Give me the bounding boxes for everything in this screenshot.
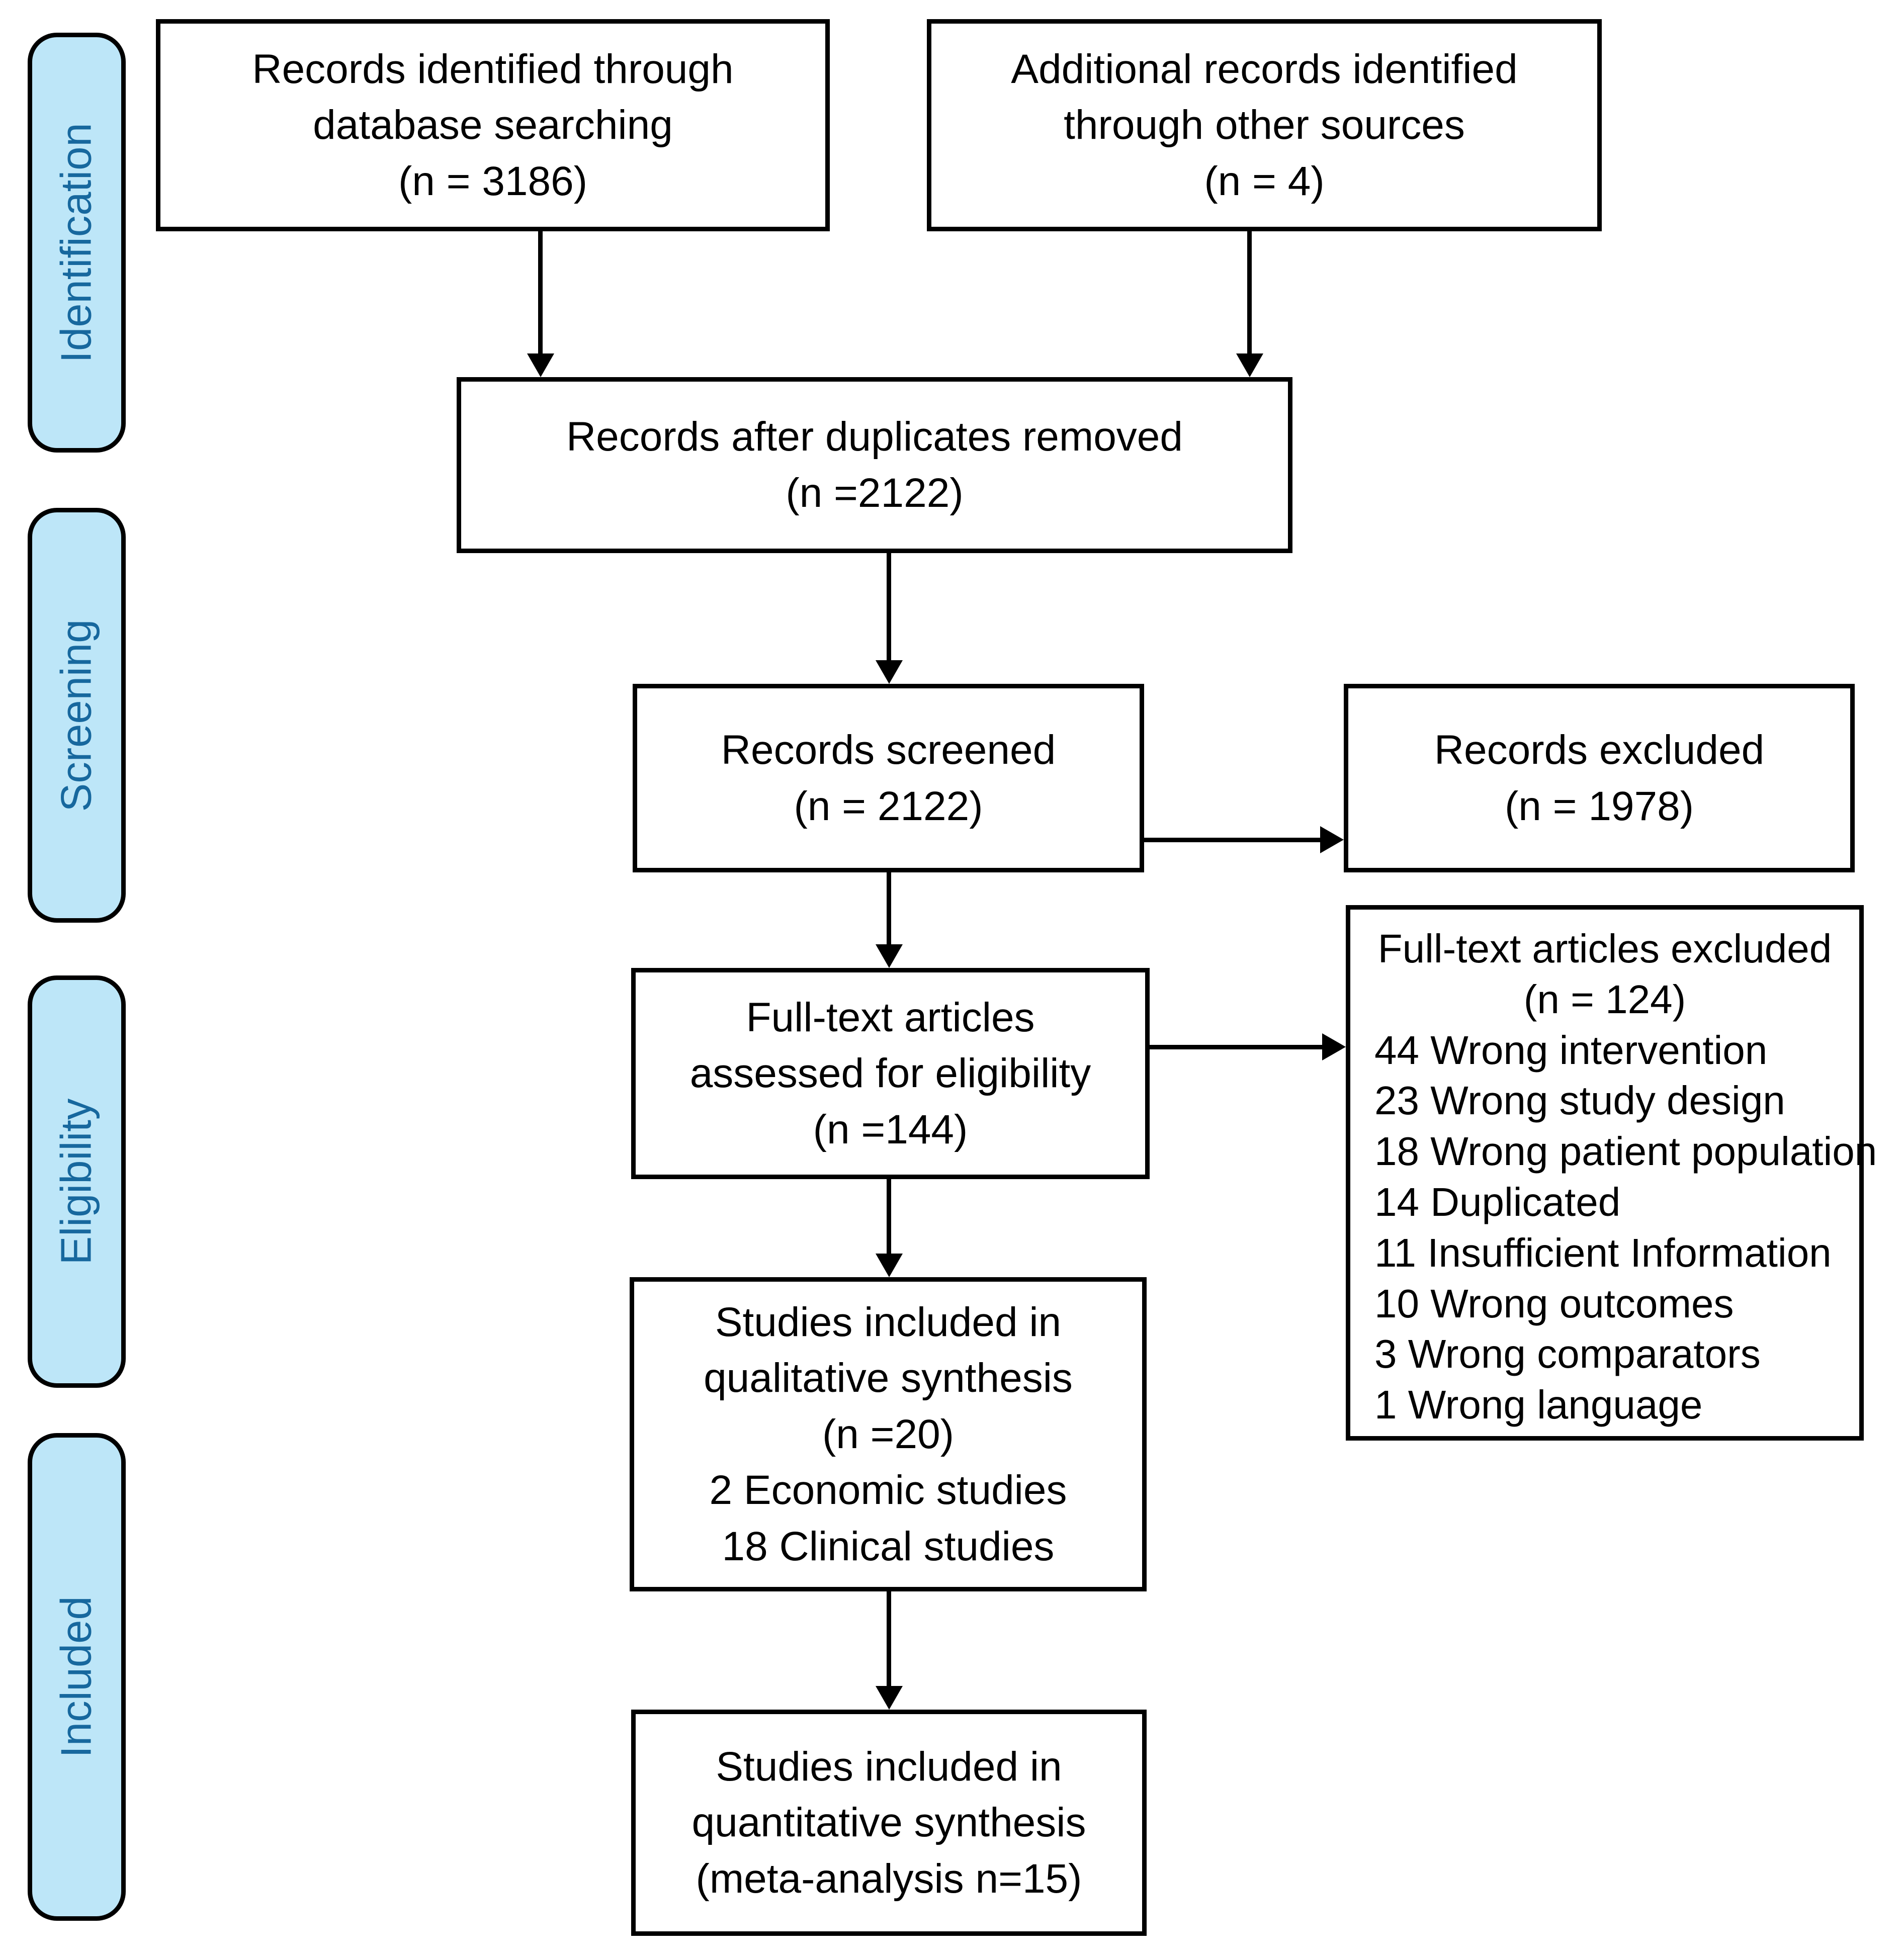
stage-included: Included (28, 1433, 126, 1921)
box-text-line: assessed for eligibility (689, 1050, 1091, 1097)
arrow-head-icon (876, 1254, 903, 1277)
box-text-line: through other sources (1064, 102, 1465, 148)
box-duplicates-removed: Records after duplicates removed (n =212… (457, 377, 1292, 553)
box-text-line: Records identified through (252, 46, 734, 92)
box-text-line: (n = 4) (1204, 158, 1325, 204)
arrow-shaft (1144, 838, 1325, 842)
box-text-line: (n =20) (822, 1411, 955, 1457)
exclusion-reason: 14 Duplicated (1374, 1179, 1621, 1224)
arrow-head-icon (527, 353, 554, 377)
box-text-line: (n = 3186) (398, 158, 588, 204)
arrow-shaft (887, 553, 891, 665)
box-qualitative-synthesis: Studies included in qualitative synthesi… (630, 1277, 1147, 1591)
exclusion-reason: 44 Wrong intervention (1374, 1027, 1768, 1073)
exclusion-reason: 18 Wrong patient population (1374, 1129, 1877, 1174)
stage-identification: Identification (28, 33, 126, 453)
box-records-screened: Records screened (n = 2122) (633, 684, 1144, 872)
exclusion-reason: 1 Wrong language (1374, 1382, 1703, 1428)
exclusion-reason: 3 Wrong comparators (1374, 1331, 1761, 1377)
arrow-shaft (887, 1591, 891, 1691)
stage-included-label: Included (52, 1596, 101, 1758)
stage-screening-label: Screening (52, 619, 101, 812)
box-text-line: (n = 124) (1523, 976, 1686, 1022)
stage-eligibility-label: Eligibility (52, 1098, 101, 1265)
box-text-line: database searching (313, 102, 673, 148)
box-fulltext-excluded: Full-text articles excluded (n = 124) 44… (1346, 905, 1877, 1441)
box-text-line: qualitative synthesis (704, 1355, 1073, 1401)
stage-identification-label: Identification (52, 122, 101, 363)
box-text-line: 2 Economic studies (709, 1467, 1067, 1513)
arrow-head-icon (876, 944, 903, 968)
arrow-shaft (887, 872, 891, 949)
arrow-head-icon (1322, 1033, 1346, 1060)
exclusion-reason: 11 Insufficient Information (1374, 1230, 1832, 1275)
box-records-excluded: Records excluded (n = 1978) (1344, 684, 1855, 872)
box-text-line: (n = 1978) (1504, 783, 1694, 829)
box-text-line: quantitative synthesis (691, 1800, 1086, 1846)
box-quantitative-synthesis: Studies included in quantitative synthes… (631, 1710, 1147, 1936)
box-text-line: Full-text articles (746, 994, 1035, 1040)
box-text-line: (n = 2122) (794, 783, 983, 829)
exclusion-reason: 23 Wrong study design (1374, 1078, 1785, 1123)
box-text-line: Full-text articles excluded (1377, 926, 1832, 971)
box-fulltext-assessed: Full-text articles assessed for eligibil… (631, 968, 1150, 1179)
arrow-head-icon (876, 660, 903, 684)
stage-screening: Screening (28, 508, 126, 923)
stage-eligibility: Eligibility (28, 975, 126, 1388)
box-text-line: (meta-analysis n=15) (696, 1855, 1082, 1902)
box-text-line: Additional records identified (1011, 46, 1518, 92)
exclusion-reason: 10 Wrong outcomes (1374, 1281, 1734, 1326)
box-text-line: Records screened (721, 727, 1056, 773)
exclusion-reason-list: 44 Wrong intervention 23 Wrong study des… (1350, 1025, 1877, 1431)
arrow-head-icon (876, 1686, 903, 1710)
arrow-shaft (1247, 231, 1252, 359)
arrow-shaft (887, 1179, 891, 1259)
box-text-line: Records excluded (1434, 727, 1765, 773)
arrow-shaft (1150, 1045, 1322, 1049)
box-text-line: Studies included in (716, 1743, 1062, 1790)
box-text-line: Studies included in (715, 1299, 1062, 1345)
box-text-line: Records after duplicates removed (566, 414, 1183, 460)
box-text-line: (n =2122) (786, 470, 964, 516)
box-records-identified: Records identified through database sear… (156, 19, 830, 231)
arrow-head-icon (1236, 353, 1263, 377)
arrow-head-icon (1320, 826, 1344, 853)
box-text-line: (n =144) (813, 1106, 968, 1152)
box-text-line: 18 Clinical studies (722, 1523, 1055, 1569)
arrow-shaft (538, 231, 543, 359)
box-additional-records: Additional records identified through ot… (927, 19, 1602, 231)
